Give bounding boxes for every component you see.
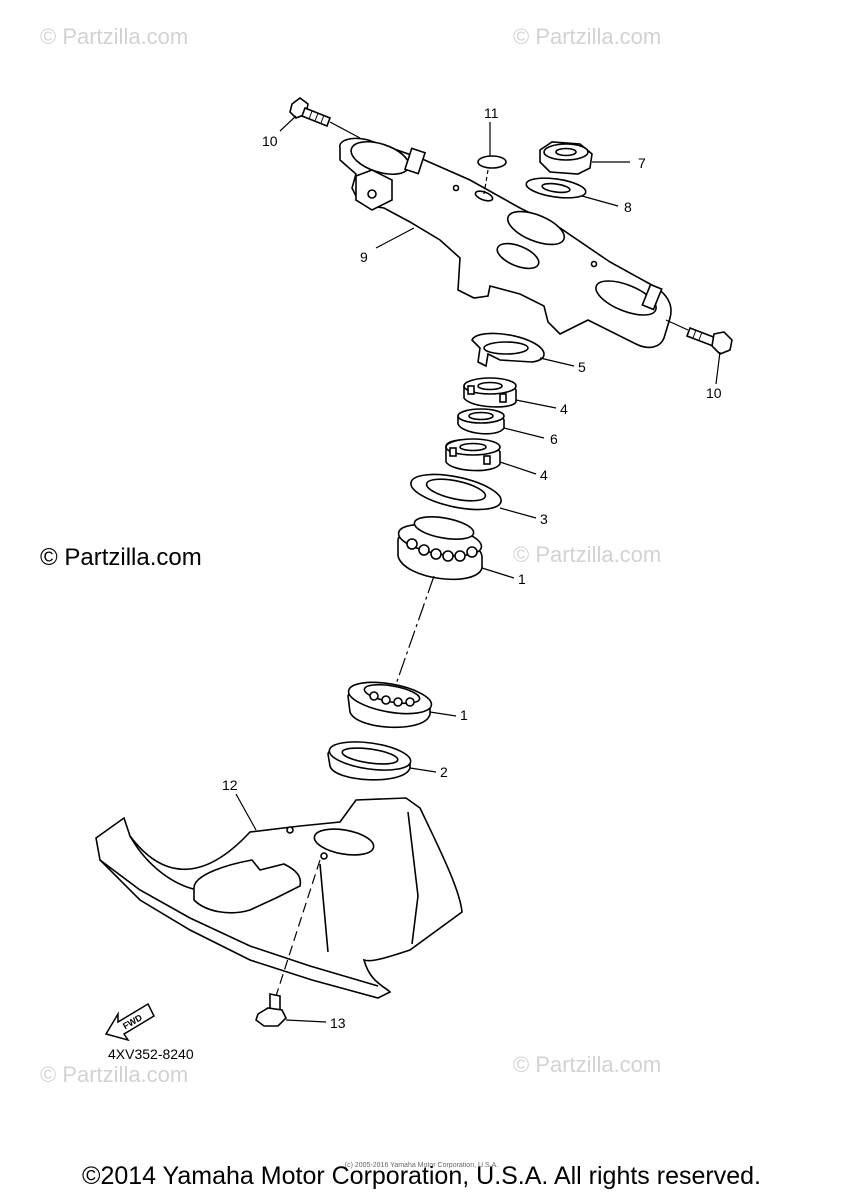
bearing-1-upper — [397, 516, 483, 581]
callout-9[interactable]: 9 — [360, 249, 368, 265]
small-print: (c) 2005-2016 Yamaha Motor Corporation, … — [344, 1162, 499, 1169]
copyright-notice: ©2014 Yamaha Motor Corporation, U.S.A. A… — [82, 1162, 761, 1190]
callout-4-lower[interactable]: 4 — [540, 467, 548, 483]
lock-washer-5 — [471, 332, 545, 368]
dust-seal-3 — [410, 473, 502, 511]
bolt-10-upper — [289, 97, 332, 128]
watermark-bottom-right: © Partzilla.com — [513, 1052, 662, 1077]
bearing-1-lower — [347, 681, 433, 729]
callout-10-upper[interactable]: 10 — [262, 133, 278, 149]
callout-12[interactable]: 12 — [222, 777, 238, 793]
bolt-13 — [255, 993, 287, 1027]
oil-seal-2 — [327, 741, 412, 781]
part-code: 4XV352-8240 — [108, 1046, 194, 1062]
under-bracket-12 — [95, 797, 463, 999]
callout-6[interactable]: 6 — [550, 431, 558, 447]
watermark-bottom-left: © Partzilla.com — [40, 1062, 189, 1087]
callout-13[interactable]: 13 — [330, 1015, 346, 1031]
callout-5[interactable]: 5 — [578, 359, 586, 375]
washer-11 — [477, 155, 507, 169]
callout-1-upper[interactable]: 1 — [518, 571, 526, 587]
callout-3[interactable]: 3 — [540, 511, 548, 527]
washer-8 — [525, 177, 587, 199]
callout-11[interactable]: 11 — [484, 105, 499, 121]
watermark-top-left: © Partzilla.com — [40, 24, 189, 49]
bolt-10-lower — [685, 326, 733, 355]
callout-8[interactable]: 8 — [624, 199, 632, 215]
ring-nut-4-lower — [445, 438, 501, 472]
watermark-top-right: © Partzilla.com — [513, 24, 662, 49]
fwd-arrow-icon: FWD — [104, 1002, 155, 1042]
watermark-middle-left: © Partzilla.com — [40, 544, 202, 571]
ring-nut-4-upper — [463, 377, 517, 408]
callout-1-lower[interactable]: 1 — [460, 707, 468, 723]
watermark-middle-right: © Partzilla.com — [513, 542, 662, 567]
callout-4-upper[interactable]: 4 — [560, 401, 568, 417]
nut-7 — [539, 141, 593, 175]
washer-6 — [457, 408, 505, 435]
callout-10-lower[interactable]: 10 — [706, 385, 722, 401]
upper-bracket-9 — [339, 137, 672, 349]
callout-2[interactable]: 2 — [440, 764, 448, 780]
callout-7[interactable]: 7 — [638, 155, 646, 171]
